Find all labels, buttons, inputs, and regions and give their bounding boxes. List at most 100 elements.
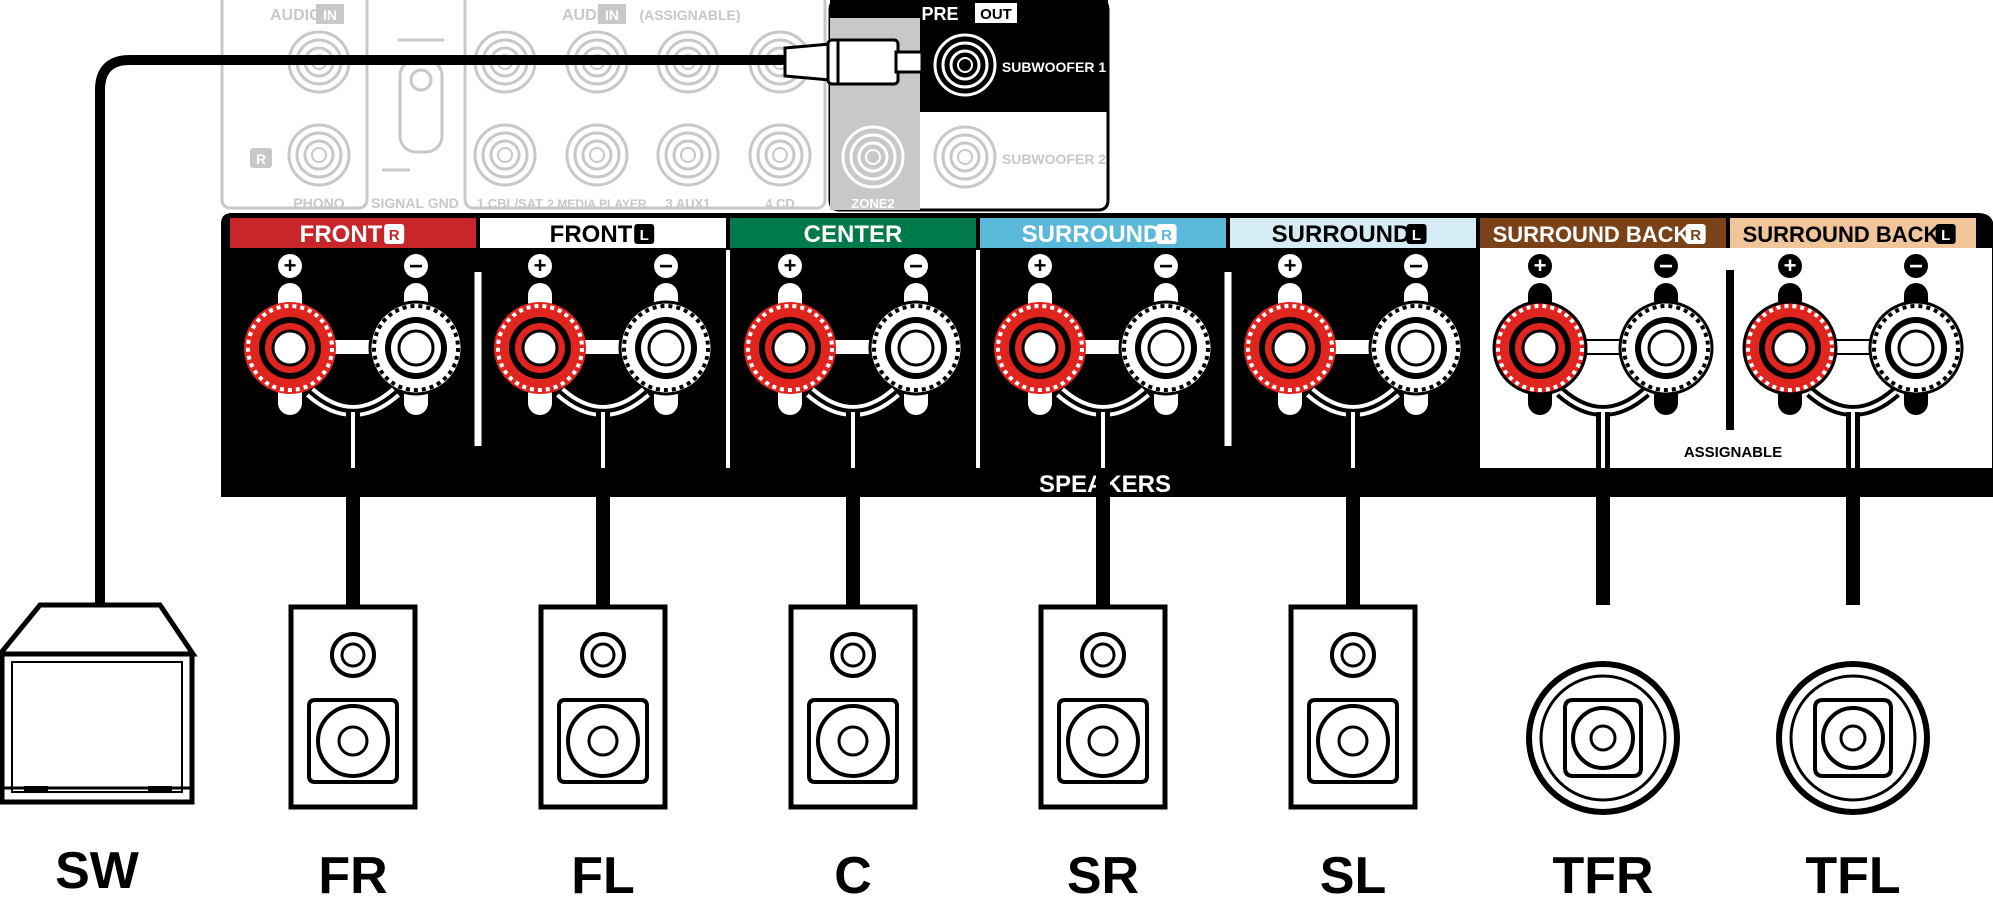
jack-ring <box>489 139 521 171</box>
assignable-label: ASSIGNABLE <box>1684 444 1782 461</box>
speaker-FR <box>288 604 418 810</box>
faded-jack-7 <box>656 123 720 187</box>
jack-ring <box>756 131 804 179</box>
minus-sign: − <box>659 253 673 280</box>
plus-terminal-hole <box>771 329 809 367</box>
audio-in-frame <box>220 0 369 210</box>
in-badge-assignable-bg <box>598 4 626 24</box>
tweeter-inner <box>1090 642 1116 668</box>
jack-ring <box>941 133 989 181</box>
channel-header-bg <box>1480 218 1726 248</box>
audio-in-panel <box>220 0 827 210</box>
speaker-label-TFR: TFR <box>1552 847 1653 905</box>
speaker-label-TFL: TFL <box>1805 847 1900 905</box>
side-badge-bg <box>384 224 405 244</box>
woofer-dust-cap <box>837 725 869 757</box>
speaker-label-FL: FL <box>571 847 635 905</box>
wire-loop-inner <box>1058 390 1148 413</box>
minus-sign: − <box>1659 253 1673 280</box>
plus-sign-bg <box>778 254 802 278</box>
speaker-cables <box>346 412 1860 605</box>
jack-ring <box>957 57 973 73</box>
plus-sign-bg <box>1528 254 1552 278</box>
channel-header-label: SURROUND BACK <box>1493 222 1690 247</box>
faded-jack-9 <box>748 123 812 187</box>
speaker-label-SR: SR <box>1067 847 1139 905</box>
jack-ring <box>473 123 537 187</box>
jack-ring <box>497 147 513 163</box>
subwoofer-cable <box>95 55 790 605</box>
wire-loop-inner <box>1308 390 1398 413</box>
zone2-label: ZONE2 <box>851 196 894 211</box>
minus-sign-bg <box>1904 254 1928 278</box>
jack-ring <box>849 133 897 181</box>
speaker-FL <box>538 604 668 810</box>
speaker-TFL <box>1776 661 1930 815</box>
speaker-label-FR: FR <box>318 847 387 905</box>
audio-in-label: AUDIO <box>270 7 322 24</box>
channel-header-label: SURROUND <box>1272 221 1411 248</box>
r-badge-bg <box>250 148 272 168</box>
plus-sign: + <box>1034 253 1047 278</box>
plus-terminal-knurl <box>496 304 584 392</box>
input-label-3: 3 AUX1 <box>665 196 710 211</box>
jack-ring <box>841 125 905 189</box>
minus-terminal-hole <box>397 329 435 367</box>
channel-header-bg <box>1730 218 1976 248</box>
ceiling-speaker-cap <box>1589 724 1617 752</box>
plus-sign: + <box>784 253 797 278</box>
jack-ring <box>656 123 720 187</box>
speaker-C <box>788 604 918 810</box>
wire-loop-inner <box>1808 390 1898 413</box>
zone2-column <box>830 0 920 210</box>
jack-ring <box>680 147 696 163</box>
minus-terminal-hole <box>897 329 935 367</box>
wire-loop-inner <box>308 390 398 413</box>
jack-ring <box>933 33 997 97</box>
channel-header-label: CENTER <box>804 221 903 248</box>
audio-in-assignable-frame <box>463 0 827 210</box>
plus-terminal-hole <box>521 329 559 367</box>
channel-header-bg <box>480 218 726 248</box>
subwoofer-label: SW <box>55 842 140 900</box>
jack-ring <box>949 141 981 173</box>
subwoofer-2-label: SUBWOOFER 2 <box>1002 151 1106 167</box>
tweeter-inner <box>840 642 866 668</box>
jack-ring <box>311 147 327 163</box>
plus-sign: + <box>534 253 547 278</box>
minus-terminal-hole <box>1147 329 1185 367</box>
jack-ring <box>295 131 343 179</box>
woofer-dust-cap <box>337 725 369 757</box>
jack-ring <box>857 141 889 173</box>
subwoofer-2-jack <box>933 125 997 189</box>
in-badge-assignable: IN <box>605 7 619 23</box>
plus-sign-bg <box>528 254 552 278</box>
assignable-paren-label: (ASSIGNABLE) <box>639 7 740 23</box>
out-badge-bg <box>975 3 1017 23</box>
minus-sign-bg <box>404 254 428 278</box>
minus-sign-bg <box>1154 254 1178 278</box>
minus-sign: − <box>409 253 423 280</box>
plus-terminal-hole <box>1021 329 1059 367</box>
jack-ring <box>589 147 605 163</box>
minus-terminal-knurl <box>1872 304 1960 392</box>
side-badge-bg <box>1685 224 1706 244</box>
minus-terminal-knurl <box>1622 304 1710 392</box>
minus-sign: − <box>909 253 923 280</box>
channel-header-bg <box>980 218 1226 248</box>
out-badge: OUT <box>980 6 1012 23</box>
phono-label: PHONO <box>293 195 344 211</box>
plus-terminal-hole <box>1521 329 1559 367</box>
channel-header-label: FRONT <box>550 221 633 248</box>
plus-sign: + <box>1784 253 1797 278</box>
side-badge: L <box>640 227 649 244</box>
side-badge: R <box>1690 227 1701 244</box>
in-badge-bg <box>316 4 344 24</box>
minus-sign: − <box>1159 253 1173 280</box>
signal-gnd-label: SIGNAL GND <box>371 195 459 211</box>
plus-terminal-knurl <box>246 304 334 392</box>
plus-terminal-knurl <box>1496 304 1584 392</box>
minus-terminal-knurl <box>1372 304 1460 392</box>
